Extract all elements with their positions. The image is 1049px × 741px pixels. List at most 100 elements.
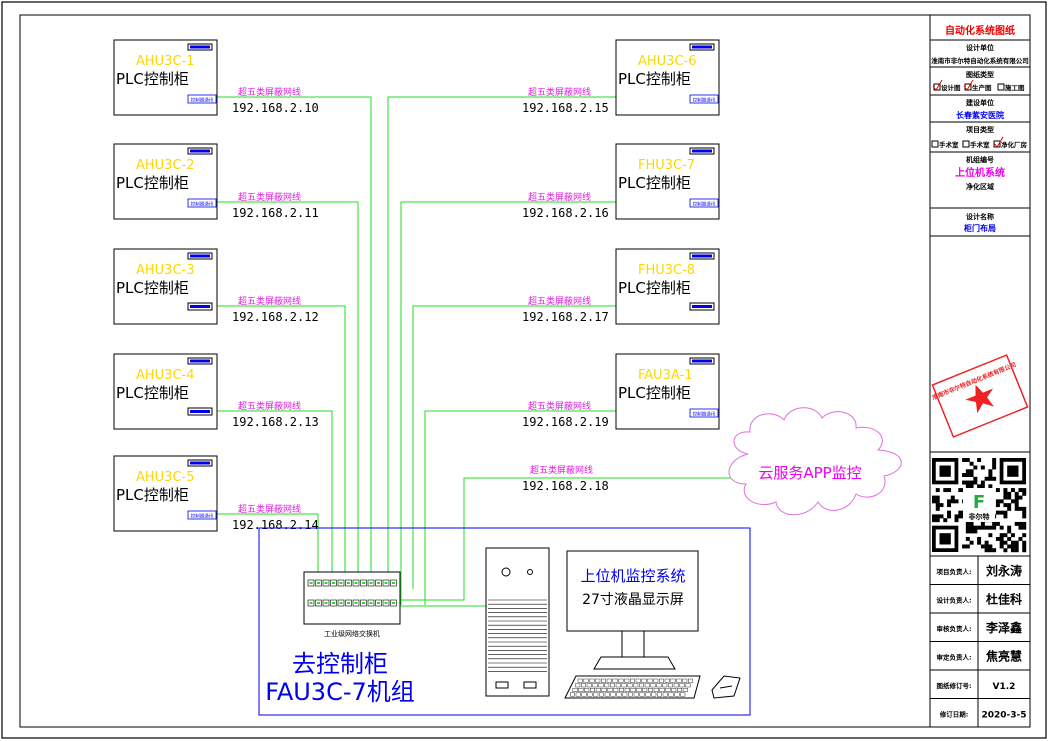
qr-module (984, 548, 989, 553)
cabinet-code: AHU3C-1 (136, 54, 195, 69)
signature-row: 设计负责人:杜佳科 (930, 584, 1030, 614)
qr-module (988, 469, 993, 474)
cabinet-top-indicator (692, 149, 712, 153)
qr-module (932, 518, 936, 523)
qr-module (935, 518, 940, 523)
network-cable (217, 96, 372, 589)
switch-port-led (384, 602, 388, 604)
qr-module (935, 495, 940, 500)
qr-module (1007, 525, 1012, 530)
signature-name: 2020-3-5 (981, 711, 1026, 721)
cabinet-comm-badge-label: 控制器通讯 (191, 201, 214, 208)
keyboard-key (610, 692, 616, 697)
keyboard-key (639, 683, 645, 688)
cabinet-top-indicator (692, 359, 712, 363)
switch-port-led (317, 602, 320, 604)
qr-module (965, 469, 970, 474)
signature-table: 项目负责人:刘永涛设计负责人:杜佳科审核负责人:李泽鑫审定负责人:焦亮慧图纸修订… (930, 556, 1030, 728)
keyboard-key (577, 678, 583, 683)
keyboard-key (621, 683, 627, 688)
network-cable (400, 201, 616, 605)
drawing-type-checkbox-3 (997, 83, 1005, 91)
qr-module (1014, 540, 1019, 545)
keyboard-key (676, 678, 682, 683)
qr-module (958, 488, 963, 493)
keyboard-key (599, 692, 605, 697)
cable-label: 超五类屏蔽网线 (238, 503, 301, 515)
qr-module (965, 484, 970, 489)
keyboard-key (612, 678, 618, 683)
qr-module (973, 525, 978, 530)
switch-port-led (377, 602, 380, 604)
cabinet-code: FHU3C-8 (638, 263, 695, 278)
keyboard-key (601, 678, 607, 683)
signature-row: 审定负责人:焦亮慧 (930, 641, 1030, 671)
qr-module (954, 499, 959, 504)
cloud-ip: 192.168.2.18 (522, 479, 609, 493)
keyboard-key (682, 678, 688, 683)
switch-port-led (347, 602, 350, 604)
qr-module (1022, 548, 1027, 553)
qr-module (1003, 488, 1008, 493)
qr-module (969, 473, 974, 477)
qr-module (1007, 544, 1012, 549)
cloud-shape (728, 407, 902, 516)
switch-port-led (354, 582, 358, 584)
cable-label: 超五类屏蔽网线 (528, 191, 591, 203)
qr-module (1003, 533, 1008, 538)
keyboard-key (584, 688, 590, 692)
wire-layer (217, 96, 742, 607)
qr-module (1014, 491, 1019, 496)
design-name-label: 设计名称 (966, 212, 994, 221)
qr-module (988, 548, 993, 553)
qr-module (935, 503, 940, 508)
cable-label: 超五类屏蔽网线 (238, 400, 301, 412)
qr-module (965, 480, 970, 485)
signature-name: 杜佳科 (986, 592, 1022, 607)
signature-row: 项目负责人:刘永涛 (930, 556, 1030, 585)
keyboard-key (630, 678, 636, 683)
qr-module (1003, 503, 1008, 508)
check-mark-2 (963, 79, 974, 91)
keyboard-key (575, 692, 581, 697)
qr-module (947, 510, 951, 515)
cabinet-name: PLC控制柜 (116, 486, 189, 504)
keyboard-key (674, 692, 680, 697)
design-name-value: 柜门布局 (963, 223, 996, 233)
qr-module (1022, 510, 1027, 515)
project-type-checkbox-1 (931, 140, 939, 148)
qr-module (1007, 506, 1012, 511)
qr-module (969, 469, 974, 474)
cabinet-comm-badge-label: 控制器通讯 (693, 201, 716, 208)
keyboard-key (635, 678, 641, 683)
project-type-2: 手术室 (970, 140, 990, 149)
check-mark-3 (993, 136, 1004, 148)
cabinet-comm-badge (689, 94, 719, 104)
keyboard-key (595, 678, 601, 683)
keyboard-key (593, 692, 599, 697)
qr-module (1018, 495, 1023, 500)
keyboard-key (650, 683, 656, 688)
cabinet-code: AHU3C-6 (638, 54, 697, 69)
qr-module (980, 484, 985, 489)
keyboard-key (586, 683, 592, 688)
drawing-type-1: 设计图 (941, 83, 961, 92)
qr-module (1003, 548, 1008, 553)
qr-module (988, 544, 993, 549)
cabinet-frame (113, 248, 218, 325)
cabinet-name: PLC控制柜 (116, 174, 189, 192)
keyboard-key (624, 688, 630, 692)
cabinet-code: AHU3C-3 (136, 263, 195, 278)
keyboard-key (648, 688, 654, 692)
keyboard-key (665, 688, 671, 692)
cabinet-comm-badge (187, 510, 217, 520)
qr-module (1010, 548, 1015, 553)
qr-module (935, 514, 940, 519)
keyboard-key (636, 688, 642, 692)
cloud-service: 云服务APP监控 (728, 407, 902, 516)
qr-module (954, 518, 959, 523)
cabinet-ip: 192.168.2.16 (522, 206, 609, 220)
qr-module (980, 465, 985, 470)
